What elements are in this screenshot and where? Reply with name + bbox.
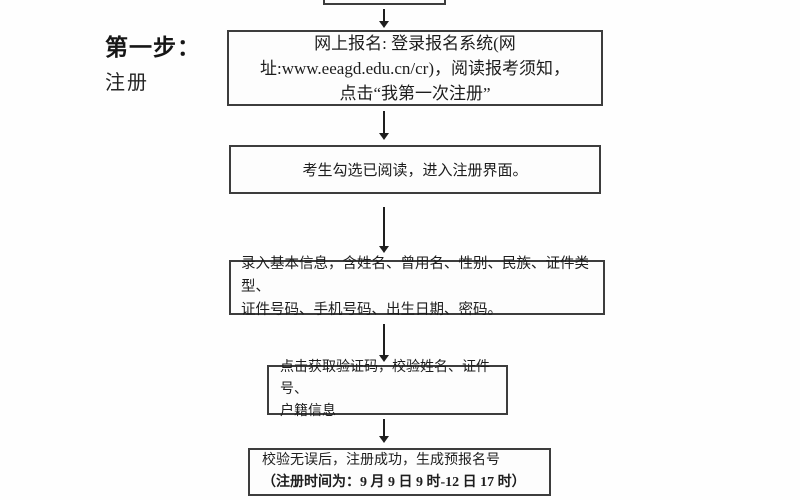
arrow-down-icon <box>379 111 389 140</box>
flow-box-basic-info: 录入基本信息，含姓名、曾用名、性别、民族、证件类型、 证件号码、手机号码、出生日… <box>229 256 605 318</box>
register-time-note: （注册时间为：9 月 9 日 9 时-12 日 17 时） <box>262 475 526 490</box>
step-label-title: 第一步： <box>105 34 201 60</box>
arrow-down-icon <box>379 9 389 28</box>
arrow-down-icon <box>379 207 389 253</box>
flow-box-register-success: 校验无误后，注册成功，生成预报名号 （注册时间为：9 月 9 日 9 时-12 … <box>248 448 551 496</box>
arrow-down-icon <box>379 324 389 362</box>
flow-box-verify-code: 点击获取验证码，校验姓名、证件号、 户籍信息 <box>267 360 508 419</box>
flow-box-check-read: 考生勾选已阅读，进入注册界面。 <box>229 145 601 194</box>
flow-box-top-cropped <box>323 0 446 5</box>
step-label-subtitle: 注册 <box>105 72 149 94</box>
flow-box-online-signup: 网上报名: 登录报名系统(网 址:www.eeagd.edu.cn/cr)，阅读… <box>227 30 603 106</box>
arrow-down-icon <box>379 419 389 443</box>
register-success-text: 校验无误后，注册成功，生成预报名号 <box>262 453 500 468</box>
